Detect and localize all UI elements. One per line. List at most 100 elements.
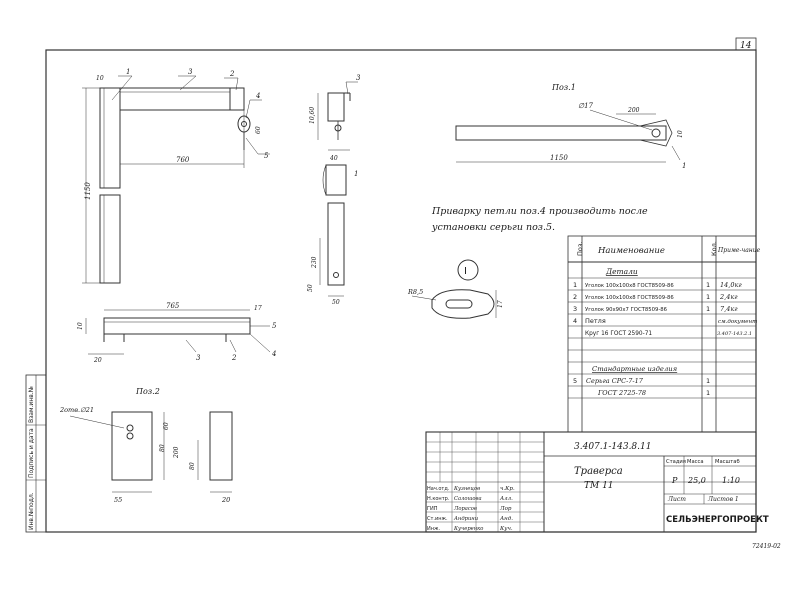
spec-row-pos: 3 (573, 305, 577, 313)
spec-row-7: ГОСТ 2725-78 1 (597, 389, 710, 397)
callout-bottom-2: 2 (231, 354, 237, 362)
dim-right-50: 50 (307, 284, 314, 292)
spec-row-name: Уголок 90х90х7 ГОСТ8509-86 (585, 307, 668, 313)
stamp-role: Инж. (427, 526, 441, 532)
corner-code: 72419-02 (752, 543, 781, 550)
dim-pos2-c: 200 (173, 446, 180, 459)
dim-pos2-a: 60 (163, 422, 170, 430)
callout-bottom-5: 5 (272, 322, 277, 330)
spec-row-6: 5 Серьга СРС-7-17 1 (573, 377, 710, 385)
spec-row-3: 3 Уголок 90х90х7 ГОСТ8509-86 1 7,4кг (573, 305, 738, 313)
side-stamp-sign: Подпись и дата (28, 428, 35, 478)
dim-side-a: 10,60 (309, 107, 316, 124)
stamp-signature: ч.Кр. (500, 486, 515, 492)
stamp-person: Кучеренко (453, 526, 483, 532)
stamp-header-stage: Стадия (666, 459, 686, 465)
stamp-stage: Р (671, 476, 678, 485)
spec-row-4: 4 Петля см.документ (573, 317, 757, 325)
stamp-role-3: ГИП Лорасов Лор (427, 506, 512, 512)
spec-row-pos: 2 (573, 293, 577, 301)
stamp-scale: 1:10 (722, 476, 740, 485)
stamp-role: ГИП (427, 506, 438, 512)
pos2-view (69, 411, 233, 493)
spec-section-standard: Стандартные изделия (592, 365, 678, 373)
dim-pos1-hole: ∅17 (578, 102, 594, 110)
spec-row-name: Петля (585, 317, 606, 325)
dim-pos1-offset: 200 (627, 107, 640, 114)
dim-loop-r: R8,5 (407, 288, 423, 296)
dim-bottom-end: 10 (77, 322, 84, 330)
stamp-person: Кузнецов (453, 486, 480, 492)
spec-row-pos: 4 (573, 317, 577, 325)
dim-pos2-side-h: 80 (189, 462, 196, 470)
callout-main-4: 4 (255, 92, 260, 100)
stamp-person: Андрини (453, 516, 478, 522)
spec-header-pos: Поз. (576, 242, 584, 256)
spec-row-note: 14,0кг (720, 281, 742, 289)
stamp-signature: Анд. (499, 516, 513, 522)
side-stamp-replace: Взам.инв.№ (28, 386, 35, 423)
page-number: 14 (740, 41, 752, 51)
pos1-view (455, 109, 681, 163)
spec-row-pos: 1 (573, 281, 577, 289)
callout-side-1: 1 (354, 170, 358, 178)
stamp-person: Лорасов (453, 506, 477, 512)
bottom-view (85, 309, 271, 355)
spec-row-name: ГОСТ 2725-78 (597, 389, 646, 397)
dim-loop-w: 17 (497, 300, 504, 308)
stamp-role: Ст.инж. (427, 516, 448, 522)
dim-pos1-length: 1150 (550, 154, 568, 162)
dim-pos2-w: 55 (114, 496, 122, 504)
spec-row-note: см.документ (718, 319, 757, 325)
dim-main-loop: 60 (255, 126, 262, 134)
stamp-role-5: Инж. Кучеренко Куч. (427, 526, 513, 532)
spec-row-name: Уголок 100х100х8 ГОСТ8509-86 (585, 295, 674, 301)
pos2-label: Поз.2 (135, 387, 160, 396)
doc-code: 3.407.1-143.8.11 (574, 442, 651, 452)
dim-pos2-holes: 2отв.∅21 (59, 406, 94, 414)
spec-row-name: Круг 16 ГОСТ 2590-71 (585, 331, 652, 337)
side-stamp-inv: Инв.№подл. (28, 492, 35, 530)
stamp-role-2: Н.контр. Салошова Алл. (427, 496, 513, 502)
note-line-2: установки серьги поз.5. (431, 222, 555, 233)
dim-pos1-h: 10 (677, 130, 684, 138)
spec-header-note: Приме-чание (717, 247, 761, 254)
stamp-role-4: Ст.инж. Андрини Анд. (427, 516, 513, 522)
stamp-signature: Алл. (499, 496, 513, 502)
dim-pos2-b: 80 (159, 444, 166, 452)
callout-side-3: 3 (356, 74, 361, 82)
spec-row-2: 2 Уголок 100х100х8 ГОСТ8509-86 1 2,4кг (573, 293, 738, 301)
spec-header-qty: Кол. (710, 241, 718, 256)
callout-bottom-3: 3 (196, 354, 201, 362)
pos1-label: Поз.1 (551, 83, 576, 92)
dim-bottom-length: 765 (166, 302, 180, 310)
spec-row-qty: 1 (706, 377, 710, 385)
stamp-header-scale: Масштаб (715, 459, 740, 465)
stamp-signature: Куч. (499, 526, 513, 532)
side-view (317, 81, 358, 297)
callout-pos1-1: 1 (682, 162, 686, 170)
stamp-role: Нач.отд. (427, 486, 450, 492)
stamp-signature: Лор (499, 506, 512, 512)
stamp-sheets: Листов 1 (707, 496, 739, 503)
dim-top-small: 10 (96, 75, 104, 82)
title-block (425, 431, 757, 533)
dim-bottom-right: 17 (254, 305, 262, 312)
title-line-2: ТМ 11 (584, 481, 614, 491)
side-stamp: Инв.№подл. Подпись и дата Взам.инв.№ (25, 374, 47, 533)
stamp-header-mass: Масса (687, 459, 704, 465)
detail-mark: I (464, 266, 467, 277)
callout-main-5: 5 (264, 152, 269, 160)
spec-row-note: 2,4кг (719, 293, 738, 301)
callout-main-3: 3 (188, 68, 193, 76)
detail-i (411, 259, 497, 319)
page-number-box (735, 37, 757, 51)
dim-bottom-left: 20 (93, 357, 102, 364)
stamp-organization: СЕЛЬЭНЕРГОПРОЕКТ (666, 515, 769, 525)
dim-main-height: 1150 (84, 182, 92, 200)
dim-main-width: 760 (176, 156, 190, 164)
callout-main-2: 2 (229, 70, 235, 78)
stamp-role-1: Нач.отд. Кузнецов ч.Кр. (427, 486, 515, 492)
